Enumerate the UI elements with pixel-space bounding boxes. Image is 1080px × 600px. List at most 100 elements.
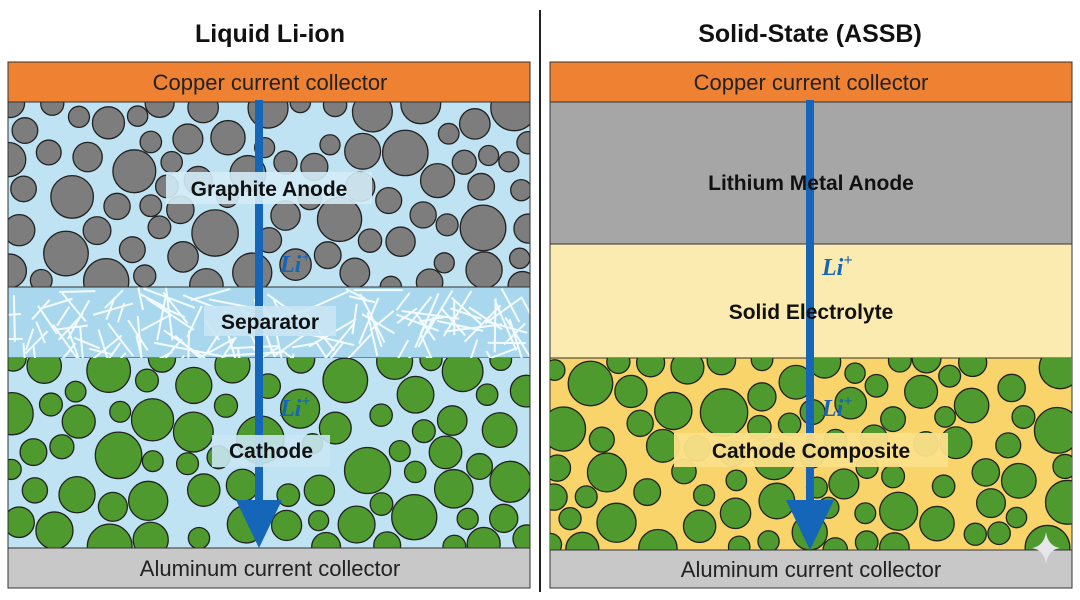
particle: [828, 468, 860, 500]
particle: [343, 446, 392, 495]
fiber: [329, 342, 344, 358]
particle: [375, 186, 403, 215]
fiber: [35, 321, 46, 344]
cathode-composite-label: Cathode Composite: [712, 440, 910, 463]
fiber: [397, 339, 410, 358]
particle: [938, 364, 962, 388]
particle: [72, 141, 103, 173]
particle: [419, 358, 443, 372]
particle: [369, 403, 393, 428]
fiber: [504, 316, 530, 358]
particle: [225, 468, 260, 503]
particle: [189, 268, 224, 287]
particle: [134, 368, 160, 393]
particle: [187, 102, 220, 124]
particle: [307, 509, 330, 532]
particle: [8, 506, 35, 539]
particle: [147, 215, 172, 240]
particle: [854, 502, 877, 525]
particle: [396, 375, 435, 414]
fiber: [57, 313, 84, 341]
particle: [911, 358, 942, 374]
particle: [919, 505, 955, 542]
fiber: [174, 334, 202, 358]
particle: [606, 358, 631, 375]
particle: [8, 458, 22, 481]
particle: [172, 411, 214, 453]
particle: [373, 531, 402, 548]
fiber: [493, 298, 497, 353]
fiber: [484, 296, 523, 325]
particle: [550, 359, 566, 381]
particle: [91, 106, 126, 140]
solid-electrolyte-label: Solid Electrolyte: [729, 301, 894, 324]
particle: [351, 102, 393, 133]
particle: [1000, 462, 1037, 499]
fiber: [194, 350, 226, 358]
particle: [481, 412, 518, 449]
particle: [403, 460, 427, 484]
particle: [475, 383, 499, 407]
particle: [635, 358, 666, 378]
particle: [276, 483, 301, 508]
particle: [934, 406, 957, 428]
fiber: [345, 288, 367, 300]
particle: [411, 419, 436, 444]
particle: [904, 374, 939, 409]
liquid-li-ion-panel: Liquid Li-ion Copper current collector A…: [7, 20, 531, 589]
particle: [419, 162, 456, 199]
fiber: [372, 320, 383, 348]
fiber: [282, 350, 294, 358]
fiber: [92, 302, 134, 316]
particle: [633, 478, 662, 507]
particle: [58, 476, 96, 514]
particle: [854, 530, 879, 550]
fiber: [89, 347, 114, 356]
fiber: [221, 338, 236, 358]
fiber: [32, 345, 36, 358]
fiber: [143, 287, 196, 309]
particle: [8, 391, 34, 436]
fiber: [25, 328, 35, 351]
particle: [565, 531, 600, 550]
particle: [132, 521, 169, 548]
particle: [303, 474, 336, 507]
particle: [878, 532, 910, 550]
li-ion-arrow: [806, 100, 814, 505]
particle: [596, 502, 637, 543]
particle: [19, 438, 48, 467]
particle: [513, 213, 530, 244]
cathode-label: Cathode: [229, 440, 313, 463]
particle: [339, 257, 371, 287]
particle: [777, 412, 802, 437]
particle: [719, 497, 752, 530]
particle: [391, 493, 438, 541]
particle: [357, 228, 383, 253]
fiber: [146, 297, 195, 331]
particle: [706, 358, 737, 376]
particle: [489, 358, 513, 372]
particle: [94, 431, 143, 480]
particle: [507, 270, 530, 287]
particle: [139, 194, 163, 218]
particle: [995, 432, 1022, 459]
particle: [1038, 358, 1072, 390]
particle: [175, 452, 200, 476]
particle: [103, 192, 131, 221]
particle: [97, 491, 128, 522]
particle: [465, 251, 503, 287]
fiber: [67, 329, 80, 358]
particle: [160, 150, 184, 174]
particle: [975, 488, 1007, 519]
particle: [433, 252, 455, 274]
particle: [8, 213, 36, 247]
particle: [878, 491, 919, 531]
particle: [436, 405, 468, 436]
fiber: [274, 327, 283, 358]
particle: [467, 172, 496, 201]
particle: [40, 102, 65, 116]
particle: [172, 123, 204, 155]
particle: [441, 358, 484, 393]
particle: [458, 108, 491, 140]
fiber: [97, 329, 109, 358]
